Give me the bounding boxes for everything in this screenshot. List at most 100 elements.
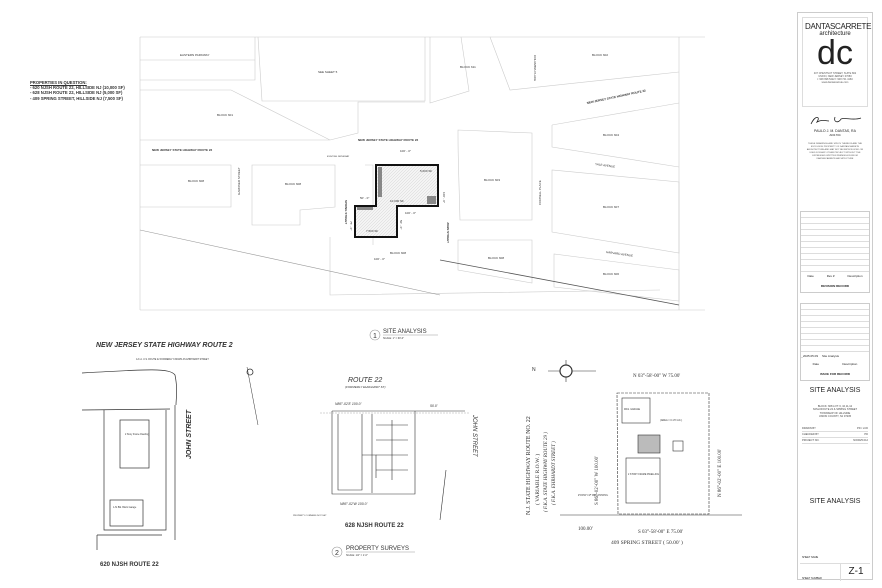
firm-logo-box: DANTASCARRETE architecture dc 407 CHESTN…: [802, 17, 872, 107]
meta-label: CHECKED BY: [802, 433, 819, 436]
properties-heading: PROPERTIES IN QUESTION:: [30, 80, 87, 85]
property-item: - 620 NJSH ROUTE 22, HILLSIDE NJ (10,000…: [30, 85, 125, 91]
callout-scale: SCALE: 1" = 60'-0": [383, 337, 404, 340]
bearing-top: N86°-02'E 100.0': [335, 402, 362, 406]
area-label: (AREA = 0.17± AC.): [660, 419, 682, 422]
license-number: AI01704: [829, 133, 841, 137]
street-label: NEW JERSEY STATE HIGHWAY ROUTE 22: [152, 148, 213, 152]
issue-date: 2025.05.09: [803, 354, 819, 358]
block-label: BLOCK 601: [217, 113, 233, 117]
callout-number: 1: [373, 333, 377, 340]
road-line: ( F.K.A. STATE HIGHWAY ROUTE 29 ): [544, 432, 549, 512]
callout-number: 2: [335, 550, 339, 557]
architect-name: PAULO J. M. DANTAS, RA: [814, 129, 856, 133]
address-line: UNION, NEW JERSEY 07083: [818, 75, 852, 78]
dimension-label: 75' - 0": [349, 221, 353, 230]
signature: [810, 116, 862, 125]
project-line: BLOCK: 608 LOT: 6, 10,11,12: [817, 405, 853, 408]
callout-scale: SCALE: 1/2" = 1'-0": [346, 554, 368, 557]
street-label: CORNELL PLACE: [538, 180, 542, 205]
frontage-label: 100.00': [578, 527, 593, 532]
block-label: BLOCK 607: [603, 205, 619, 209]
subject-parcel: [354, 164, 439, 238]
driveway-label: EXISTING DRIVEWAY: [327, 155, 350, 158]
column-header: Rev #: [826, 274, 835, 278]
survey-620-labels: NEW JERSEY STATE HIGHWAY ROUTE 2 A.K.A. …: [96, 342, 233, 568]
block-label: BLOCK 606: [603, 272, 619, 276]
property-item: - 409 SPRING STREET, HILLSIDE NJ (7,500 …: [30, 95, 123, 101]
street-label: HARVARD AVENUE: [606, 250, 633, 258]
road-line: N.J. STATE HIGHWAY ROUTE NO. 22: [526, 416, 532, 515]
garage-label: 1-St Blk. Block Garage: [113, 506, 137, 509]
logo: dc: [817, 34, 853, 72]
survey-caption: 409 SPRING STREET ( 50.00' ): [611, 539, 683, 546]
column-header: Date: [807, 274, 814, 278]
address-line: t: 908 998 5422 f: 908 741 4160: [817, 78, 853, 81]
column-header: Description: [847, 274, 863, 278]
street-label: YALE AVENUE: [595, 162, 616, 169]
dimension-label: 50' - 0": [360, 196, 369, 200]
dimension-label: 100' - 0": [405, 211, 416, 215]
survey-409-labels: N N.J. STATE HIGHWAY ROUTE NO. 22 ( VARI…: [526, 367, 723, 546]
meta-value: PD: [864, 433, 868, 436]
column-header: Date: [812, 362, 819, 366]
road-line: ( F.K.A. EHRHARDT STREET ): [552, 441, 557, 505]
dimension-label: 100' - 0": [442, 192, 446, 203]
street-label: JOHN STREET: [471, 414, 477, 458]
dimension-label: 50' - 0": [399, 220, 403, 229]
street-label: SPRING STREET: [344, 200, 348, 224]
road-label: NEW JERSEY STATE HIGHWAY ROUTE 2: [96, 342, 233, 349]
block-label: BLOCK 608: [390, 251, 406, 255]
bearing-right: N 86°-02'-00" E 100.00': [718, 449, 723, 497]
survey-caption: 620 NJSH ROUTE 22: [100, 562, 159, 568]
bearing-top: N 03°-58'-00" W 75.00': [633, 374, 680, 379]
block-label: BLOCK 602: [592, 53, 608, 57]
street-label: NEW JERSEY STATE HIGHWAY ROUTE 22: [586, 88, 646, 104]
address-line: www.dantascarrete.com: [821, 81, 849, 84]
dwelling-label: 2 Story Frame Dwelling: [125, 433, 150, 436]
meta-value: NO0025.012: [853, 439, 868, 442]
ownership-notice: THESE DRAWINGS AND SPECS THEREOF ARE THE…: [806, 143, 864, 160]
sheet-name-label: SHEET NAME: [802, 556, 819, 559]
revision-table: Date Rev # Description REVISION RECORD: [800, 211, 870, 293]
north-label: N: [532, 367, 536, 373]
road-note: A.K.A. U.S. ROUTE 22 FORMERLY KNOWN AS E…: [136, 358, 209, 361]
project-line: NJSH ROUTE 22 & SPRING STREET: [812, 408, 858, 412]
street-label: JOHN STREET: [186, 409, 193, 459]
bearing-bottom: S 03°-58'-00" E 75.00': [638, 530, 683, 535]
issue-table: 2025.05.09 Site Analysis Date Descriptio…: [800, 303, 870, 381]
dwelling-label: 2 STORY FRAME DWELLING: [628, 473, 659, 476]
title-block: DANTASCARRETE architecture dc 407 CHESTN…: [797, 12, 873, 581]
issue-description: Site Analysis: [822, 354, 840, 358]
street-label: JOHN STREET: [446, 222, 450, 243]
callout-title: PROPERTY SURVEYS: [346, 546, 409, 552]
survey-620: [81, 366, 259, 550]
street-label: GARDNER STREET: [237, 167, 241, 195]
firm-name: DANTASCARRETE: [805, 22, 872, 31]
property-surveys-callout: 2 PROPERTY SURVEYS SCALE: 1/2" = 1'-0": [331, 546, 415, 558]
site-plan: [139, 36, 705, 311]
block-label: BLOCK 608: [188, 179, 204, 183]
area-label: 7,500 SF: [366, 229, 378, 233]
address-line: 407 CHESTNUT STREET, SUITE 802: [813, 72, 857, 75]
callout-title: SITE ANALYSIS: [383, 329, 427, 335]
road-label: ROUTE 22: [348, 377, 382, 384]
survey-628: [320, 410, 470, 521]
sheet-name: SITE ANALYSIS: [809, 498, 861, 505]
property-item: - 628 NJSH ROUTE 22, HILLSIDE NJ (5,000 …: [30, 90, 123, 96]
corners-note: PROPERTY CORNERS NOT SET: [293, 515, 327, 517]
survey-409: [548, 360, 742, 516]
meta-label: DRAWN BY: [802, 427, 816, 430]
project-line: TOWNSHIP OF HILLSIDE: [819, 411, 851, 415]
project-line: UNION COUNTY, NJ 07205: [818, 414, 852, 418]
bearing-bottom: N86°-02'W 100.0': [340, 502, 368, 506]
pob-label: POINT OF BEGINNING: [577, 493, 609, 497]
area-label: 10,000 SF: [390, 199, 404, 203]
meta-label: PROJECT NO.: [802, 439, 820, 442]
block-label: BLOCK 603: [484, 178, 500, 182]
firm-sub: architecture: [819, 31, 851, 37]
road-line: ( VARIABLE R.O.W. ): [534, 454, 541, 505]
sheet-title: SITE ANALYSIS: [809, 387, 861, 394]
properties-in-question: PROPERTIES IN QUESTION: - 620 NJSH ROUTE…: [30, 80, 125, 101]
